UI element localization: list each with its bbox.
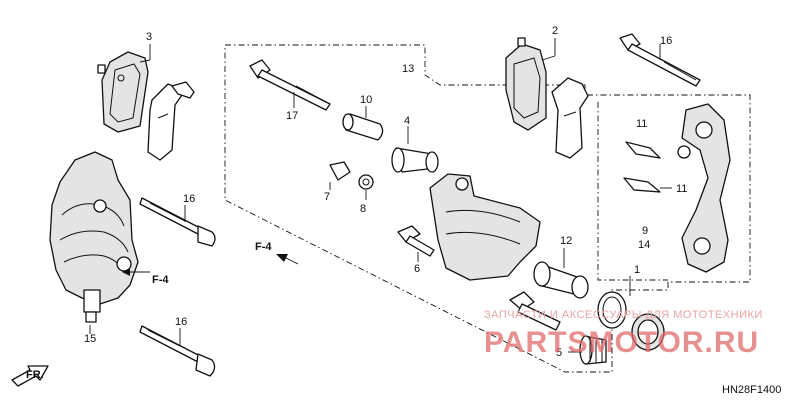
- label-part-16-right: 16: [660, 35, 672, 47]
- label-part-3: 3: [146, 31, 152, 43]
- bleeder-screw-7: [329, 161, 351, 181]
- f4-ref-arrow-left: [122, 268, 150, 276]
- bracket-subgroup-outline: [597, 102, 668, 281]
- caliper-body-left: [49, 151, 139, 313]
- pad-spring-11-lower: [623, 177, 661, 193]
- label-part-1: 1: [634, 264, 640, 276]
- label-part-14: 14: [638, 239, 650, 251]
- pin-bolt-16-right: [619, 33, 701, 87]
- label-part-4: 4: [404, 115, 410, 127]
- watermark-brand: PARTSMOTOR.RU: [484, 326, 759, 359]
- pin-bolt-16-upper: [139, 197, 216, 247]
- pad-shim-left: [147, 81, 195, 161]
- label-part-2: 2: [552, 25, 558, 37]
- bolt-6: [397, 225, 435, 257]
- ref-f4-left: F-4: [152, 274, 169, 286]
- dust-seal: [631, 313, 665, 351]
- pad-shim-right: [551, 77, 589, 159]
- bleeder-cap-8: [358, 174, 374, 190]
- front-label: FR.: [26, 369, 44, 381]
- ref-f4-mid: F-4: [255, 241, 272, 253]
- f4-ref-arrow-mid: [276, 254, 299, 265]
- pad-spring-11-upper: [625, 141, 661, 159]
- label-part-8: 8: [360, 203, 366, 215]
- long-bolt-17: [249, 59, 331, 111]
- label-part-17: 17: [286, 110, 298, 122]
- diagram-code: HN28F1400: [722, 384, 781, 396]
- watermark-tagline: ЗАПЧАСТИ И АКСЕССУАРЫ ДЛЯ МОТОТЕХНИКИ: [484, 309, 763, 321]
- caliper-bracket-right: [677, 103, 731, 273]
- label-part-16-upper: 16: [183, 193, 195, 205]
- piston-12: [533, 261, 589, 299]
- boot-5: [579, 335, 607, 365]
- front-direction-arrow: [11, 365, 49, 387]
- label-part-7: 7: [324, 191, 330, 203]
- label-part-5-lower: 5: [556, 347, 562, 359]
- caliper-bracket-center: [429, 173, 541, 281]
- brake-pad-left: [97, 51, 149, 133]
- sleeve-10: [342, 113, 384, 141]
- boot-4: [391, 147, 439, 173]
- label-part-11-upper: 11: [636, 118, 647, 130]
- slide-pin-bolt: [509, 291, 561, 331]
- pin-bolt-16-lower: [139, 325, 216, 377]
- label-part-6: 6: [414, 263, 420, 275]
- brake-pad-right: [505, 37, 547, 131]
- bleeder-bolt: [85, 311, 97, 323]
- label-part-9: 9: [642, 225, 648, 237]
- label-part-11-lower: 11: [676, 183, 687, 195]
- label-part-15: 15: [84, 333, 96, 345]
- label-part-13: 13: [402, 63, 414, 75]
- piston-seal-1: [597, 291, 627, 329]
- label-part-16-lower: 16: [175, 316, 187, 328]
- label-part-12: 12: [560, 235, 572, 247]
- label-part-10: 10: [360, 94, 372, 106]
- assembly-outline: [224, 44, 751, 373]
